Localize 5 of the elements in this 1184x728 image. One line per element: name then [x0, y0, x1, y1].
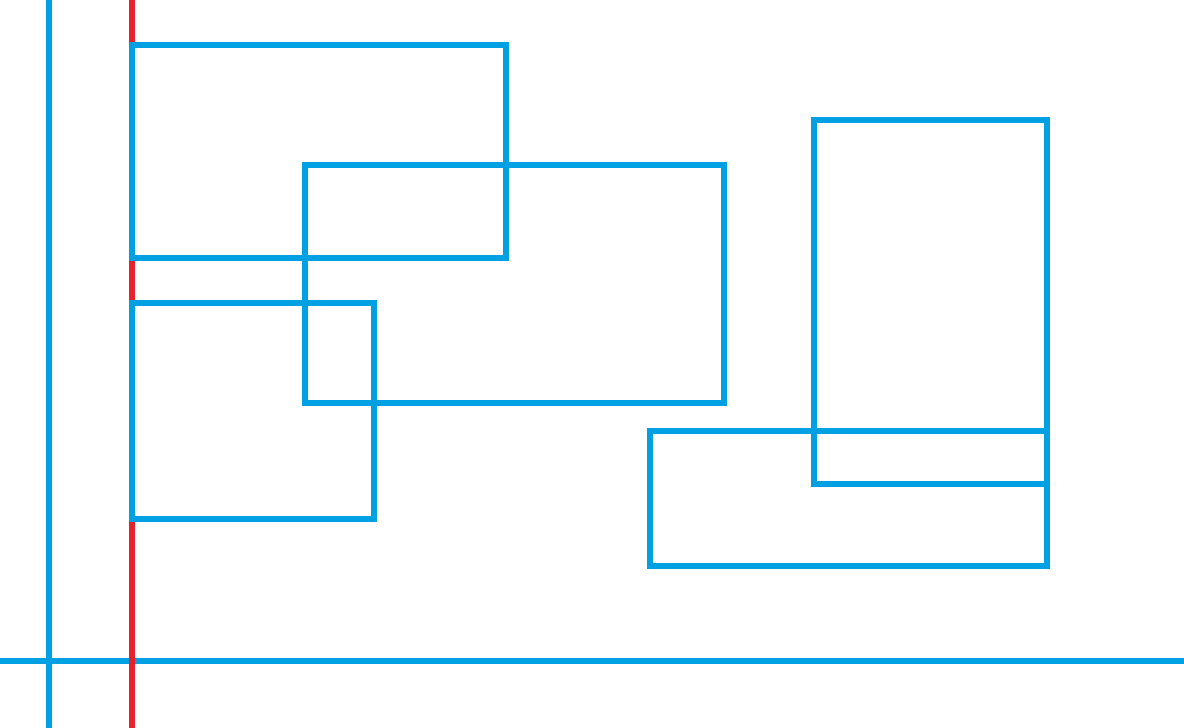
outline-rectangle [647, 428, 1050, 569]
outline-rectangle [129, 42, 509, 261]
outline-rectangle [811, 117, 1050, 487]
outline-rectangle [129, 300, 377, 522]
outline-rectangle [302, 162, 727, 406]
